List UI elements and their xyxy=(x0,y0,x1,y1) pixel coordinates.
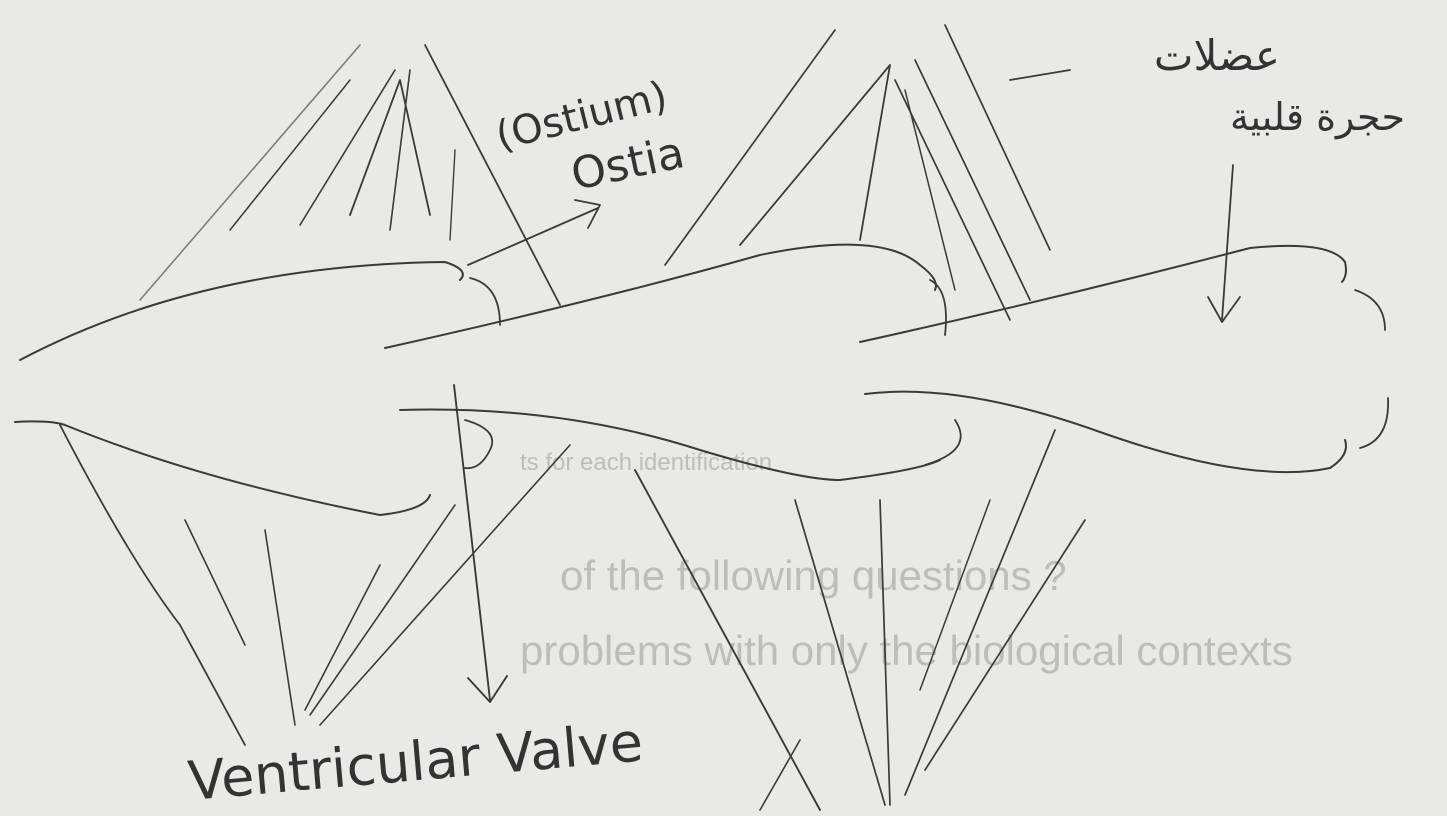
chamber-2 xyxy=(384,243,962,481)
heart-chamber-label: حجرة قلبية xyxy=(1230,95,1405,140)
chamber-1 xyxy=(14,261,501,516)
bottom-muscle-strands xyxy=(59,424,1086,811)
chamber-3 xyxy=(859,244,1389,474)
show-through-line-1: of the following questions ? xyxy=(560,552,1067,599)
top-muscle-strands xyxy=(139,24,1051,321)
handwritten-labels: (Ostium) Ostia عضلات حجرة قلبية Ventricu… xyxy=(186,31,1405,813)
annotation-arrows xyxy=(453,69,1241,703)
ventricular-valve-label: Ventricular Valve xyxy=(186,710,646,813)
show-through-text-group: of the following questions ? problems wi… xyxy=(520,449,1293,674)
show-through-line-2: problems with only the biological contex… xyxy=(520,627,1293,674)
muscles-label: عضلات xyxy=(1154,31,1280,80)
show-through-line-3: ts for each identification xyxy=(520,449,772,476)
